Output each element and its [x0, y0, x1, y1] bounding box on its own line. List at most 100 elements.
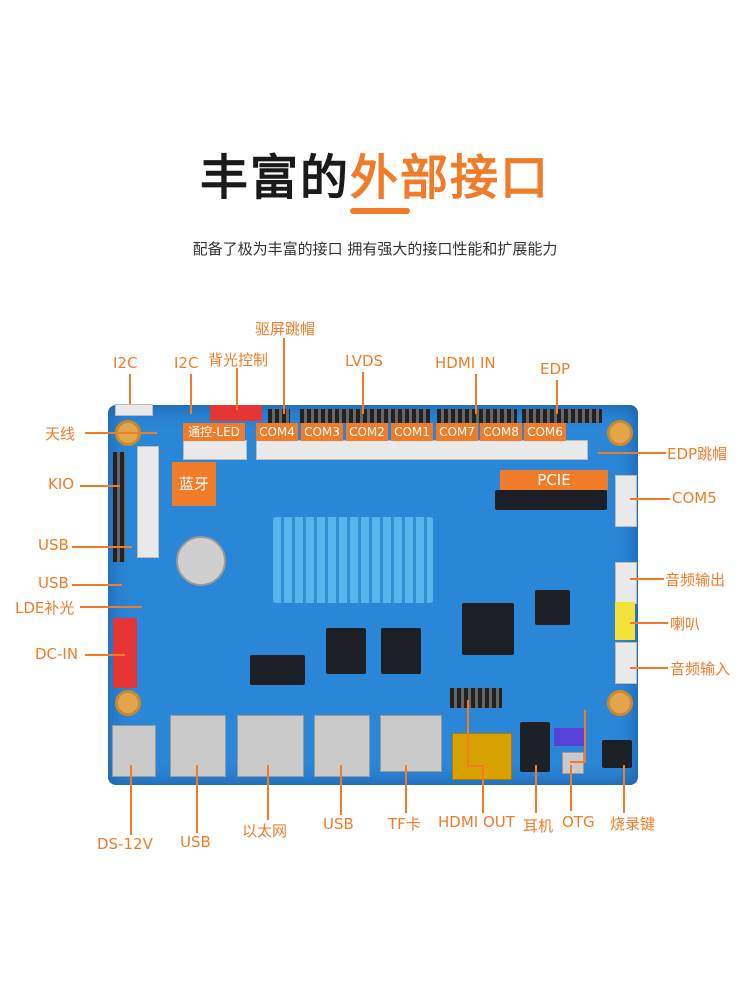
leader-line — [630, 578, 664, 580]
leader-line — [72, 546, 132, 548]
dc-jack — [112, 725, 156, 777]
otg-port — [562, 752, 584, 774]
label-usb-1: USB — [38, 536, 69, 554]
ram-chip — [381, 628, 421, 674]
hdmi-header — [450, 688, 502, 708]
hdmi-in-header — [437, 409, 517, 423]
com5-connector — [615, 475, 637, 527]
label-antenna: 天线 — [45, 425, 76, 443]
label-bluetooth: 蓝牙 — [172, 462, 216, 506]
burn-key — [602, 740, 632, 768]
leader-line — [72, 584, 122, 586]
label-backlight: 背光控制 — [208, 351, 269, 369]
heatsink — [273, 517, 433, 603]
otg-switch — [554, 728, 584, 746]
label-i2c-2: I2C — [174, 354, 199, 372]
leader-line — [630, 667, 668, 669]
label-dc-in: DC-IN — [35, 645, 79, 663]
label-pcie: PCIE — [500, 470, 608, 490]
leader-line — [196, 765, 198, 833]
mount-hole — [607, 420, 633, 446]
leader-line — [80, 606, 142, 608]
label-com1: COM1 — [391, 423, 433, 441]
ram-chip — [326, 628, 366, 674]
leader-line — [598, 452, 666, 454]
leader-line — [482, 765, 484, 813]
mount-hole — [115, 690, 141, 716]
title-underline — [350, 208, 410, 214]
leader-line — [584, 710, 586, 762]
edp-header — [522, 409, 602, 423]
leader-line — [570, 765, 572, 811]
leader-line — [80, 485, 120, 487]
leader-line — [570, 761, 586, 763]
leader-line — [85, 432, 157, 434]
label-usb-2: USB — [38, 574, 69, 592]
leader-line — [467, 765, 483, 767]
lan-chip — [250, 655, 305, 685]
label-burn-key: 烧录键 — [610, 815, 656, 833]
subtitle: 配备了极为丰富的接口 拥有强大的接口性能和扩展能力 — [192, 240, 558, 258]
leader-line — [283, 338, 285, 414]
label-com7: COM7 — [436, 423, 478, 441]
leader-line — [129, 374, 131, 404]
label-otg: OTG — [562, 813, 595, 831]
leader-line — [362, 372, 364, 414]
leader-line — [630, 498, 670, 500]
label-audio-out: 音频输出 — [665, 571, 726, 589]
com-connectors — [256, 440, 588, 460]
label-earphone: 耳机 — [523, 817, 554, 835]
leader-line — [405, 765, 407, 813]
leader-line — [340, 765, 342, 815]
coin-battery — [176, 536, 226, 586]
pin-header — [268, 409, 290, 423]
pcie-slot — [495, 490, 607, 510]
label-remote-led: 通控-LED — [183, 423, 245, 441]
label-usb-b: USB — [323, 815, 354, 833]
title-black: 丰富的 — [199, 150, 350, 206]
usb-port — [170, 715, 226, 777]
label-edp-jumper: EDP跳帽 — [667, 445, 728, 463]
dc-in-connector — [113, 618, 137, 688]
label-com4: COM4 — [256, 423, 298, 441]
leader-line — [236, 368, 238, 410]
leader-line — [623, 765, 625, 813]
kio-header — [113, 452, 125, 562]
usb-port — [314, 715, 370, 777]
leader-line — [475, 374, 477, 414]
leader-line — [190, 374, 192, 414]
tf-slot — [380, 715, 442, 772]
lvds-header — [300, 409, 430, 423]
label-com2: COM2 — [346, 423, 388, 441]
label-com6: COM6 — [524, 423, 566, 441]
leader-line — [267, 765, 269, 820]
label-kio: KIO — [48, 475, 75, 493]
label-com3: COM3 — [301, 423, 343, 441]
backlight-connector — [210, 405, 262, 421]
i2c-connector — [115, 404, 153, 416]
label-ds12v: DS-12V — [97, 835, 153, 853]
remote-led-connector — [183, 440, 247, 460]
leader-line — [130, 765, 132, 835]
label-tf: TF卡 — [388, 815, 421, 833]
leader-line — [630, 622, 668, 624]
speaker-connector — [615, 602, 635, 640]
audio-out-connector — [615, 562, 637, 604]
audio-jack — [520, 722, 550, 772]
label-ethernet: 以太网 — [242, 822, 288, 840]
leader-line — [85, 654, 125, 656]
label-speaker: 喇叭 — [670, 615, 701, 633]
mount-hole — [607, 690, 633, 716]
page-title: 丰富的外部接口 — [0, 138, 750, 208]
label-i2c-1: I2C — [113, 354, 138, 372]
ethernet-port — [237, 715, 304, 777]
label-hdmi-out: HDMI OUT — [438, 813, 515, 831]
label-com8: COM8 — [480, 423, 522, 441]
leader-line — [556, 380, 558, 414]
label-screen-jumper: 驱屏跳帽 — [255, 320, 316, 338]
leader-line — [535, 765, 537, 813]
leader-line — [467, 700, 469, 766]
label-lvds: LVDS — [345, 352, 384, 370]
audio-in-connector — [615, 642, 637, 684]
